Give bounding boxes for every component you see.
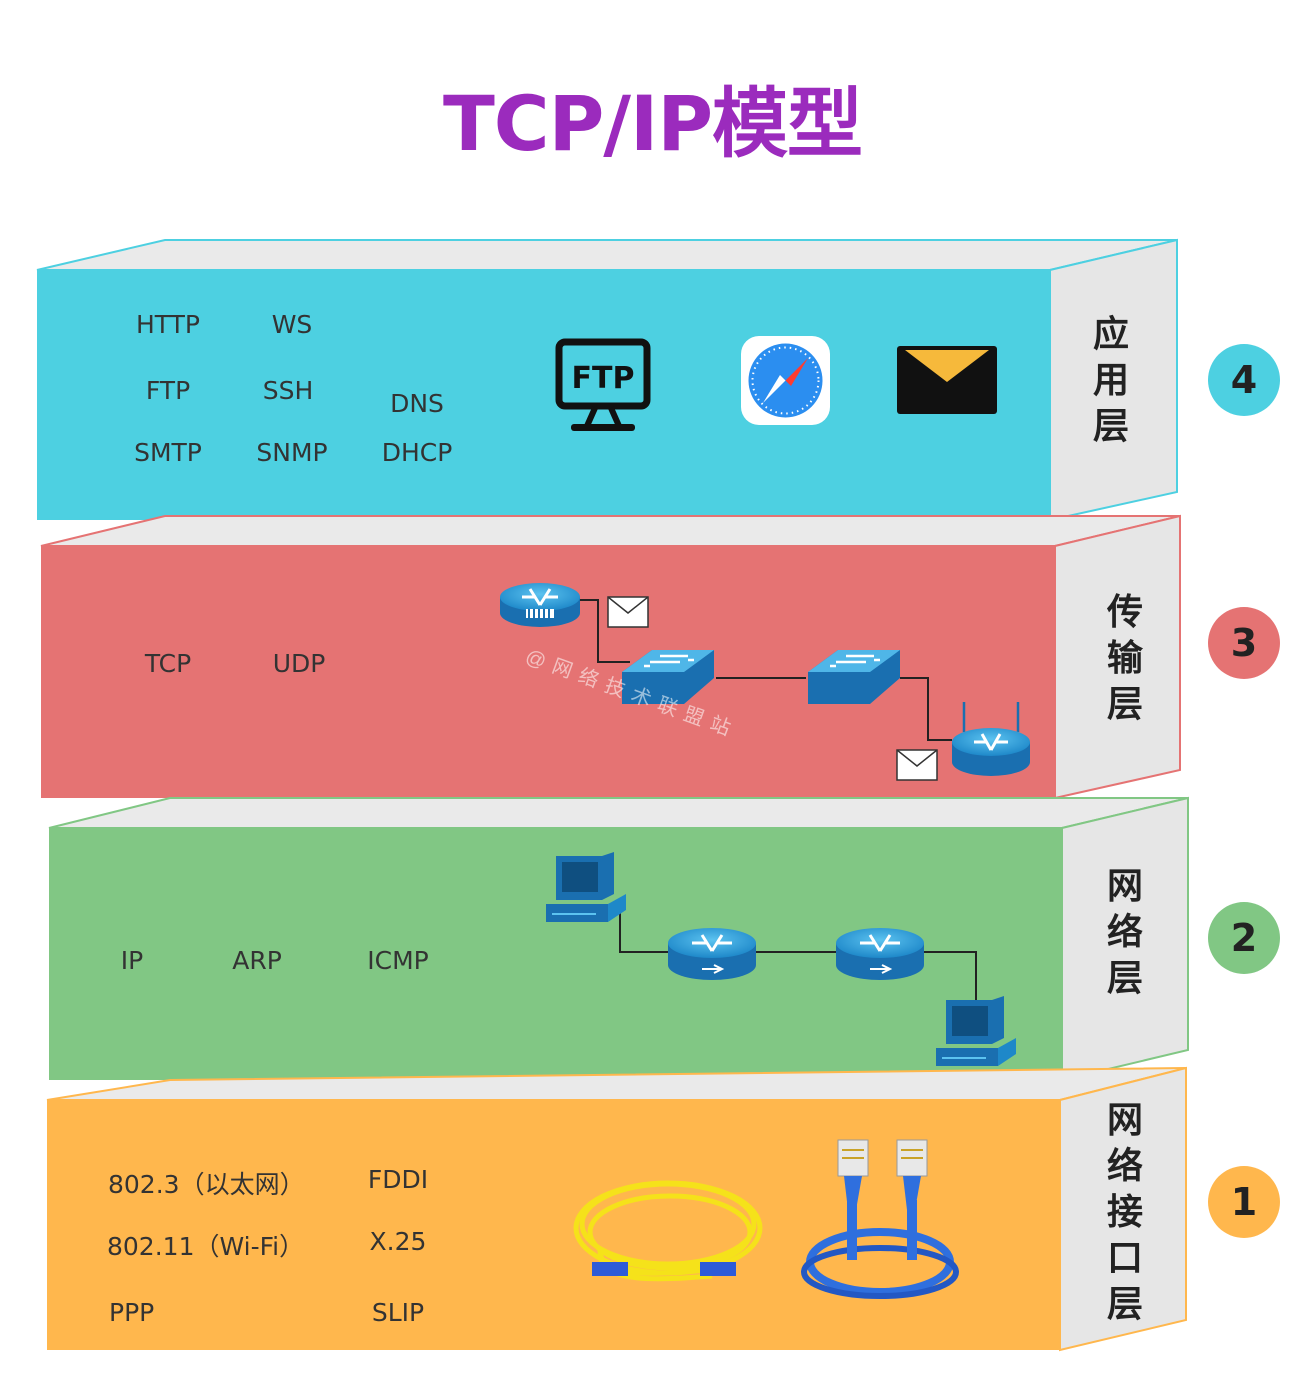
ftp-monitor-icon: FTP (555, 338, 651, 431)
network-links (619, 898, 977, 1000)
layer-name-char: 口 (1106, 1238, 1143, 1279)
layer-name-char: 络 (1106, 912, 1143, 953)
network-layer-box (48, 796, 1189, 1082)
protocol-label: FDDI (367, 1165, 429, 1194)
layer-name-char: 层 (1106, 1284, 1143, 1325)
layer-number-badge: 4 (1208, 344, 1280, 416)
layer-name-link: 网 络 接 口 层 (1095, 1098, 1155, 1328)
layer-name-char: 层 (1092, 406, 1129, 447)
protocol-label: X.25 (369, 1227, 427, 1256)
computer-icon (936, 996, 1016, 1066)
protocol-label: IP (120, 946, 144, 975)
mail-envelope-icon (897, 346, 997, 414)
switch-icon (808, 650, 900, 704)
layer-name-transport: 传 输 层 (1095, 590, 1155, 728)
protocol-label: ARP (232, 946, 282, 975)
application-layer-box (36, 238, 1178, 522)
safari-compass-icon (741, 336, 830, 425)
protocol-label: UDP (272, 649, 326, 678)
protocol-label: TCP (144, 649, 192, 678)
layer-name-network: 网 络 层 (1095, 864, 1155, 1002)
protocol-label: WS (271, 310, 313, 339)
protocol-label: FTP (145, 376, 191, 405)
layer-name-char: 络 (1106, 1146, 1143, 1187)
layer-name-application: 应 用 层 (1081, 312, 1141, 450)
ftp-icon-label: FTP (572, 361, 635, 396)
transport-links (578, 599, 952, 741)
layer-number-badge: 1 (1208, 1166, 1280, 1238)
diagram-title: TCP/IP模型 (442, 79, 863, 168)
protocol-label: SSH (262, 376, 314, 405)
layer-name-char: 层 (1106, 684, 1143, 725)
layer-name-char: 传 (1106, 592, 1143, 633)
switch-icon (622, 650, 714, 704)
fiber-optic-cable-icon (573, 1180, 763, 1282)
layer-name-char: 用 (1092, 360, 1129, 401)
protocol-label: 802.11（Wi-Fi） (107, 1232, 305, 1261)
protocol-label: SLIP (371, 1298, 425, 1327)
protocol-label: SNMP (256, 438, 328, 467)
protocol-label: DHCP (381, 438, 453, 467)
wireless-router-icon (952, 702, 1030, 776)
protocol-label: ICMP (367, 946, 429, 975)
protocol-label: HTTP (136, 310, 200, 339)
envelope-icon (607, 596, 649, 628)
layer-name-char: 网 (1106, 866, 1143, 907)
layer-name-char: 应 (1092, 314, 1129, 355)
layer-name-char: 输 (1106, 638, 1143, 679)
protocol-label: PPP (109, 1298, 155, 1327)
layer-name-char: 层 (1106, 958, 1143, 999)
router-icon (668, 928, 756, 980)
protocol-label: 802.3（以太网） (108, 1170, 305, 1199)
layer-number-badge: 2 (1208, 902, 1280, 974)
layer-number-badge: 3 (1208, 607, 1280, 679)
link-layer-box (46, 1066, 1187, 1352)
ethernet-cable-icon (801, 1139, 959, 1299)
protocol-label: DNS (390, 389, 444, 418)
router-icon (836, 928, 924, 980)
protocol-label: SMTP (134, 438, 202, 467)
router-icon (500, 583, 580, 627)
layer-name-char: 接 (1106, 1192, 1143, 1233)
computer-icon (546, 852, 626, 922)
envelope-icon (896, 749, 938, 781)
layer-name-char: 网 (1106, 1100, 1143, 1141)
